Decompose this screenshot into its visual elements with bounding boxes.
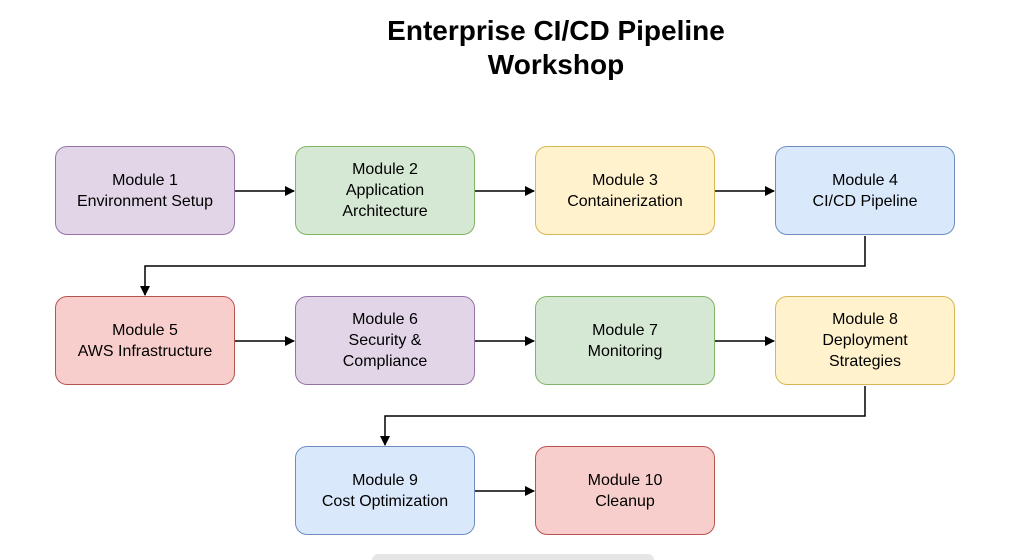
module-8-title: Module 8 [832, 311, 898, 328]
module-7-name: Monitoring [587, 342, 663, 360]
module-9-box[interactable]: Module 9 Cost Optimization [295, 446, 475, 535]
module-6-title: Module 6 [352, 311, 418, 328]
module-7-box[interactable]: Module 7 Monitoring [535, 296, 715, 385]
horizontal-scrollbar[interactable] [372, 554, 654, 560]
diagram-title-line-1: Enterprise CI/CD Pipeline [387, 15, 725, 46]
module-9-name: Cost Optimization [321, 492, 449, 510]
module-3-title: Module 3 [592, 171, 658, 189]
module-3-name: Containerization [567, 192, 683, 210]
module-2-name-line-2: Architecture [342, 203, 428, 220]
arrow-module4-to-module5 [140, 236, 866, 296]
module-10-title: Module 10 [587, 471, 663, 489]
module-10-name: Cleanup [595, 492, 655, 510]
arrow-module8-to-module9 [380, 386, 866, 446]
module-6-name-line-2: Compliance [342, 353, 428, 370]
module-6-name-line-1: Security & [348, 332, 422, 349]
module-2-box[interactable]: Module 2 Application Architecture [295, 146, 475, 235]
module-2-name-line-1: Application [345, 182, 425, 199]
module-5-name: AWS Infrastructure [77, 342, 213, 360]
module-4-name: CI/CD Pipeline [812, 192, 918, 210]
module-3-box[interactable]: Module 3 Containerization [535, 146, 715, 235]
module-1-box[interactable]: Module 1 Environment Setup [55, 146, 235, 235]
module-8-name-line-2: Strategies [828, 353, 902, 370]
diagram-title-line-2: Workshop [487, 49, 625, 80]
module-5-box[interactable]: Module 5 AWS Infrastructure [55, 296, 235, 385]
diagram-title: Enterprise CI/CD Pipeline Workshop [356, 14, 756, 82]
module-9-title: Module 9 [352, 471, 418, 489]
module-1-name: Environment Setup [76, 192, 214, 210]
module-8-box[interactable]: Module 8 Deployment Strategies [775, 296, 955, 385]
module-10-box[interactable]: Module 10 Cleanup [535, 446, 715, 535]
module-4-title: Module 4 [832, 171, 898, 189]
module-7-title: Module 7 [592, 321, 658, 339]
module-4-box[interactable]: Module 4 CI/CD Pipeline [775, 146, 955, 235]
module-8-name-line-1: Deployment [822, 332, 908, 349]
module-6-box[interactable]: Module 6 Security & Compliance [295, 296, 475, 385]
module-1-title: Module 1 [112, 171, 178, 189]
module-5-title: Module 5 [112, 321, 178, 339]
module-2-title: Module 2 [352, 161, 418, 178]
